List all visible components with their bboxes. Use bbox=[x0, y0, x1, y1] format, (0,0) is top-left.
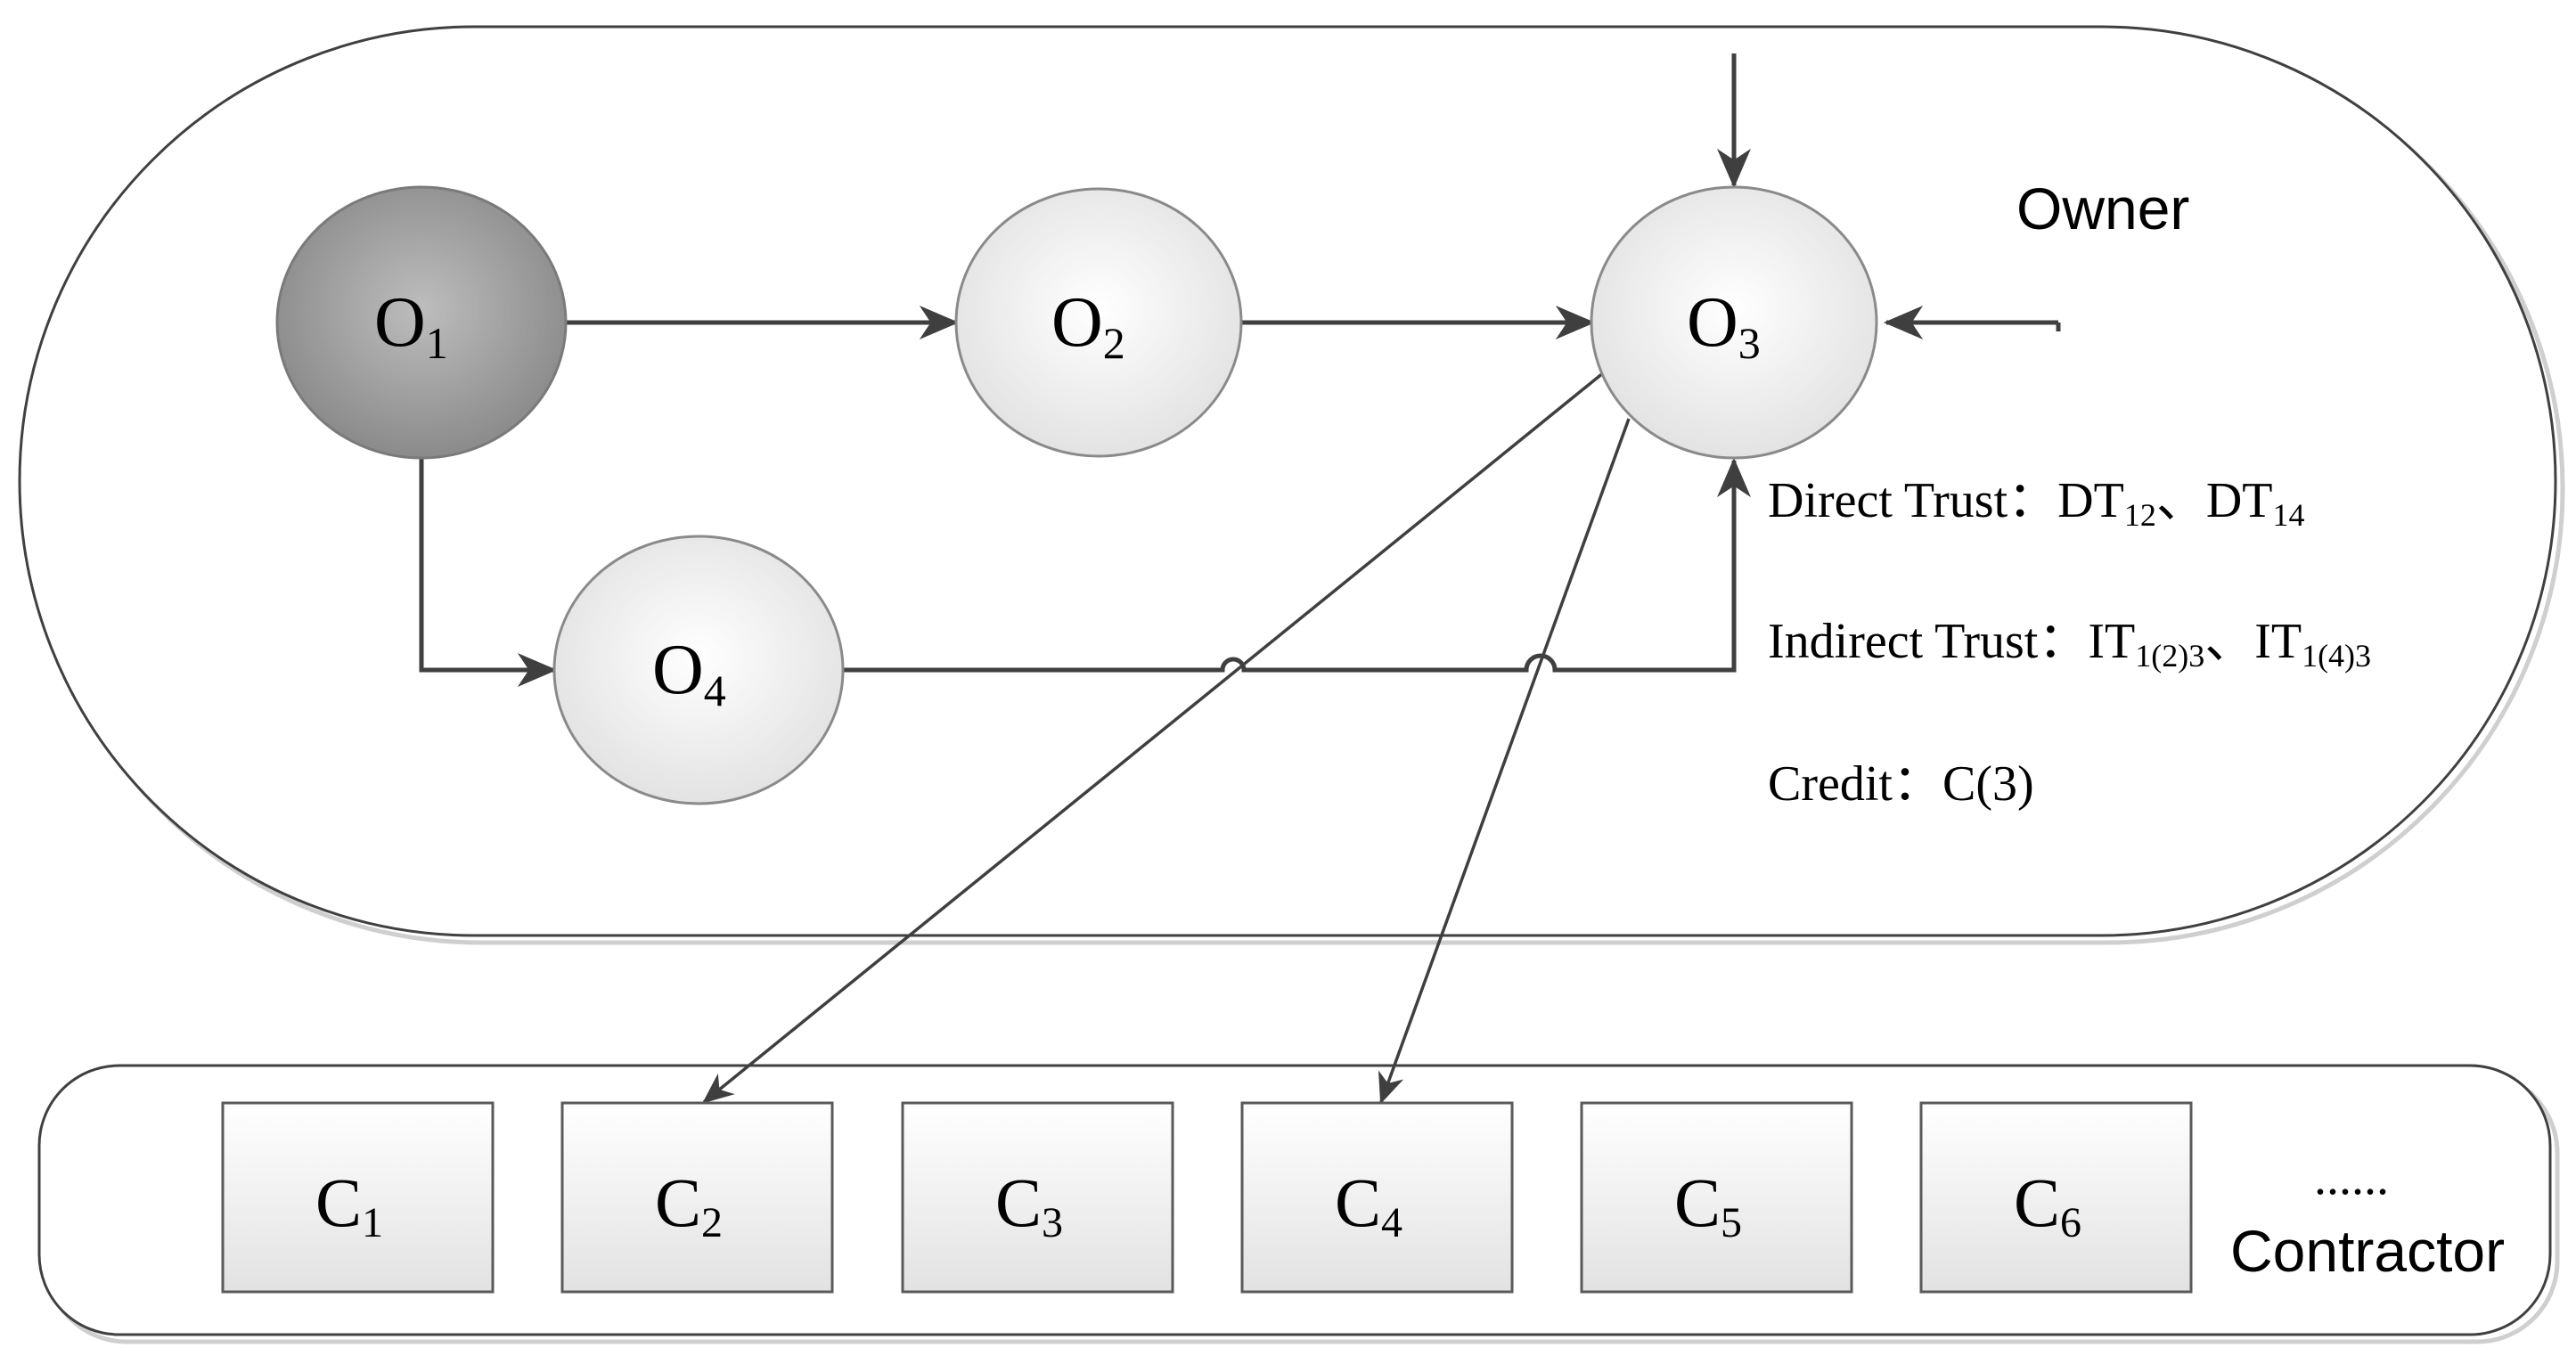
it123-sub: 1(2)3 bbox=[2135, 638, 2204, 674]
box-c2-sub: 2 bbox=[701, 1199, 723, 1246]
box-c5-base: C bbox=[1674, 1164, 1721, 1241]
box-c2-base: C bbox=[655, 1164, 701, 1241]
svg-text:O4: O4 bbox=[652, 631, 726, 715]
direct-trust-line: Direct Trust：DT12、DT14 bbox=[1768, 473, 2304, 533]
node-o4[interactable]: O4 bbox=[552, 535, 845, 805]
edge-o3-c4 bbox=[1378, 418, 1631, 1105]
svg-text:C5: C5 bbox=[1674, 1164, 1742, 1246]
node-o2-sub: 2 bbox=[1103, 318, 1125, 368]
edge-o3-c2 bbox=[702, 371, 1606, 1104]
contractor-box-c6[interactable]: C6 bbox=[1919, 1101, 2193, 1294]
node-o1-base: O bbox=[374, 283, 426, 362]
svg-text:C2: C2 bbox=[655, 1164, 723, 1246]
dt12-sub: 12 bbox=[2124, 497, 2156, 533]
node-o3-base: O bbox=[1687, 283, 1738, 362]
dt14-base: DT bbox=[2206, 473, 2273, 528]
node-o2[interactable]: O2 bbox=[954, 187, 1243, 458]
svg-text:O1: O1 bbox=[374, 283, 448, 368]
indirect-trust-label: Indirect Trust： bbox=[1768, 614, 2088, 669]
edge-o1-o4 bbox=[419, 458, 558, 687]
contractor-box-c3[interactable]: C3 bbox=[901, 1101, 1174, 1294]
node-o3-sub: 3 bbox=[1738, 318, 1761, 368]
direct-separator: 、 bbox=[2156, 473, 2206, 528]
node-o1-sub: 1 bbox=[426, 318, 448, 368]
svg-text:C1: C1 bbox=[315, 1164, 383, 1246]
box-c6-base: C bbox=[2014, 1164, 2060, 1241]
box-c1-sub: 1 bbox=[362, 1199, 383, 1246]
svg-text:O2: O2 bbox=[1051, 283, 1125, 368]
box-c6-sub: 6 bbox=[2060, 1199, 2081, 1246]
contractor-label: Contractor bbox=[2230, 1218, 2505, 1284]
node-o4-base: O bbox=[652, 631, 704, 709]
contractor-box-c5[interactable]: C5 bbox=[1580, 1101, 1853, 1294]
credit-label: Credit： bbox=[1768, 756, 1942, 812]
dt14-sub: 14 bbox=[2272, 497, 2304, 533]
credit-line: Credit：C(3) bbox=[1768, 756, 2034, 812]
box-c1-base: C bbox=[315, 1164, 362, 1241]
indirect-trust-line: Indirect Trust：IT1(2)3、IT1(4)3 bbox=[1768, 614, 2371, 674]
svg-text:C4: C4 bbox=[1335, 1164, 1402, 1246]
dt12-base: DT bbox=[2057, 473, 2124, 528]
box-c4-base: C bbox=[1335, 1164, 1381, 1241]
box-c3-base: C bbox=[995, 1164, 1042, 1241]
node-o1[interactable]: O1 bbox=[275, 185, 568, 460]
credit-value: C(3) bbox=[1942, 756, 2034, 812]
node-o3[interactable]: O3 bbox=[1590, 185, 1878, 460]
cross-edges bbox=[702, 371, 1631, 1105]
svg-text:C3: C3 bbox=[995, 1164, 1063, 1246]
contractor-ellipsis: ...... bbox=[2314, 1150, 2389, 1205]
box-c4-sub: 4 bbox=[1381, 1199, 1402, 1246]
it143-sub: 1(4)3 bbox=[2302, 638, 2371, 674]
indirect-separator: 、 bbox=[2204, 614, 2254, 669]
owner-label: Owner bbox=[2016, 176, 2189, 241]
edge-o4-o3 bbox=[843, 457, 1751, 673]
svg-text:O3: O3 bbox=[1687, 283, 1761, 368]
contractor-box-c1[interactable]: C1 bbox=[221, 1101, 495, 1294]
owner-edges bbox=[419, 53, 2061, 687]
contractor-box-c2[interactable]: C2 bbox=[560, 1101, 834, 1294]
contractor-box-c4[interactable]: C4 bbox=[1240, 1101, 1514, 1294]
trust-info: Direct Trust：DT12、DT14 Indirect Trust：IT… bbox=[1768, 473, 2371, 812]
node-o4-sub: 4 bbox=[704, 666, 726, 715]
node-o2-base: O bbox=[1051, 283, 1103, 362]
box-c5-sub: 5 bbox=[1721, 1199, 1742, 1246]
box-c3-sub: 3 bbox=[1042, 1199, 1063, 1246]
it143-base: IT bbox=[2254, 614, 2302, 669]
it123-base: IT bbox=[2088, 614, 2135, 669]
direct-trust-label: Direct Trust： bbox=[1768, 473, 2057, 528]
svg-text:C6: C6 bbox=[2014, 1164, 2081, 1246]
